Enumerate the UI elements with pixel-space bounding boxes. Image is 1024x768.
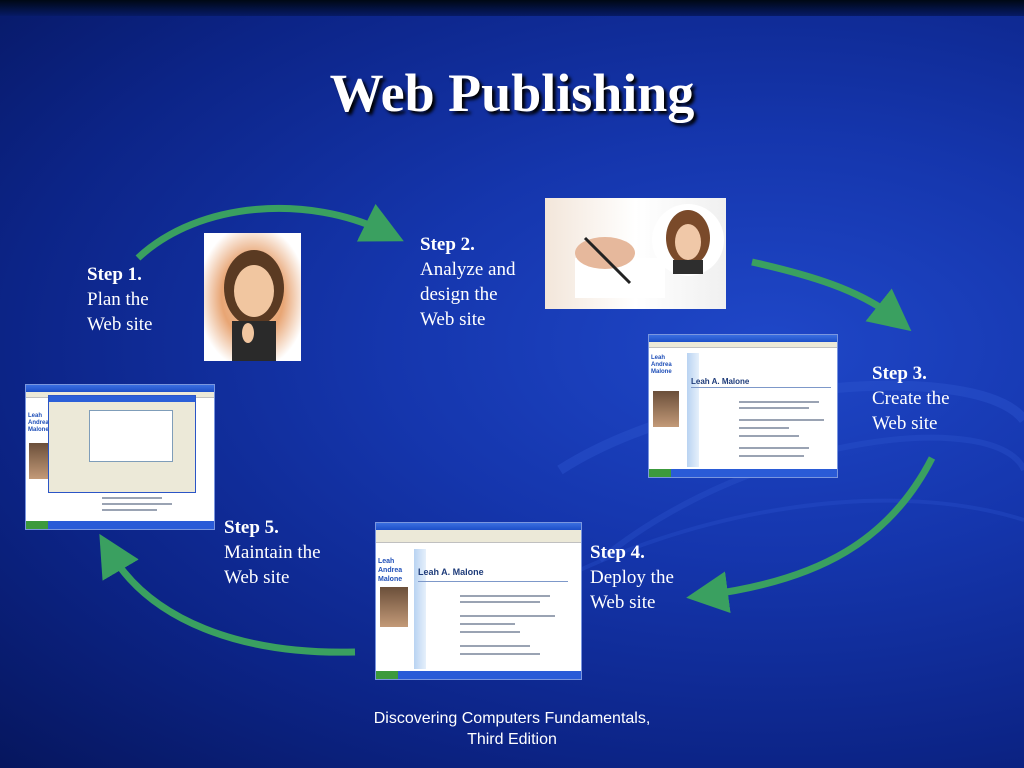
resume-text-line xyxy=(460,595,550,597)
resume-rule xyxy=(691,387,831,388)
browser-toolbar xyxy=(376,530,581,543)
thinking-woman-photo xyxy=(204,233,301,361)
resume-text-line xyxy=(739,401,819,403)
resume-name-line1: Leah xyxy=(651,355,666,361)
step-5-line1: Maintain the xyxy=(224,542,321,563)
maintain-site-screenshot: Leah Andrea Malone xyxy=(25,384,215,530)
resume-name-block: Leah Andrea Malone xyxy=(651,355,685,376)
window-menu-bar xyxy=(649,342,837,348)
step-3-line1: Create the xyxy=(872,388,950,409)
step-2-line2: design the xyxy=(420,284,498,305)
step-1-line1: Plan the xyxy=(87,289,149,310)
resume-name-line2: Andrea xyxy=(378,567,403,574)
step-4-line1: Deploy the xyxy=(590,567,674,588)
window-title-bar xyxy=(376,523,581,530)
taskbar xyxy=(649,469,837,477)
resume-name-line1: Leah xyxy=(378,558,395,565)
taskbar xyxy=(376,671,581,679)
step-4-label: Step 4. xyxy=(590,542,645,563)
resume-text-line xyxy=(460,645,530,647)
resume-photo xyxy=(380,587,408,627)
step-2-line3: Web site xyxy=(420,309,486,330)
resume-name-block: Leah Andrea Malone xyxy=(378,557,412,584)
arrow-step1-to-step2 xyxy=(135,203,404,261)
dialog-file-list xyxy=(89,410,173,462)
resume-text-line xyxy=(102,509,157,511)
step-5-line2: Web site xyxy=(224,567,290,588)
resume-rule xyxy=(418,581,568,582)
step-3-label: Step 3. xyxy=(872,363,927,384)
step-5-text: Step 5. Maintain the Web site xyxy=(224,515,321,590)
resume-name-line3: Malone xyxy=(378,576,403,583)
taskbar xyxy=(26,521,214,529)
resume-text-line xyxy=(739,455,804,457)
start-button xyxy=(376,671,398,679)
resume-name-block: Leah Andrea Malone xyxy=(28,413,62,434)
resume-text-line xyxy=(460,653,540,655)
resume-text-line xyxy=(739,427,789,429)
resume-text-line xyxy=(460,631,520,633)
step-2-text: Step 2. Analyze and design the Web site xyxy=(420,232,515,332)
resume-text-line xyxy=(739,419,824,421)
step-3-text: Step 3. Create the Web site xyxy=(872,361,950,436)
resume-text-line xyxy=(102,503,172,505)
resume-text-line xyxy=(102,497,162,499)
step-1-label: Step 1. xyxy=(87,264,142,285)
resume-band xyxy=(414,549,426,669)
arrow-step2-to-step3 xyxy=(751,258,912,332)
step-4-line2: Web site xyxy=(590,592,656,613)
save-dialog xyxy=(48,395,196,493)
arrow-step4-to-step5 xyxy=(99,533,356,656)
step-1-line2: Web site xyxy=(87,314,153,335)
step-2-label: Step 2. xyxy=(420,234,475,255)
resume-text-line xyxy=(460,623,515,625)
step-4-text: Step 4. Deploy the Web site xyxy=(590,540,674,615)
slide-footer: Discovering Computers Fundamentals, Thir… xyxy=(352,708,672,750)
dialog-title-bar xyxy=(49,396,195,402)
writing-woman-photo xyxy=(545,198,726,309)
resume-band xyxy=(687,353,699,467)
resume-text-line xyxy=(460,601,540,603)
resume-text-line xyxy=(739,407,809,409)
resume-name-line3: Malone xyxy=(651,369,672,375)
resume-text-line xyxy=(460,615,555,617)
deploy-site-screenshot: Leah Andrea Malone Leah A. Malone xyxy=(375,522,582,680)
resume-text-line xyxy=(739,435,799,437)
resume-name-line1: Leah xyxy=(28,413,43,419)
start-button xyxy=(649,469,671,477)
create-site-screenshot: Leah Andrea Malone Leah A. Malone xyxy=(648,334,838,478)
step-3-line2: Web site xyxy=(872,413,938,434)
footer-line1: Discovering Computers Fundamentals, xyxy=(373,710,651,727)
step-1-text: Step 1. Plan the Web site xyxy=(87,262,152,337)
resume-name-line2: Andrea xyxy=(651,362,672,368)
arrow-step3-to-step4 xyxy=(686,456,936,614)
resume-text-line xyxy=(739,447,809,449)
resume-photo xyxy=(653,391,679,427)
window-title-bar xyxy=(649,335,837,342)
window-title-bar xyxy=(26,385,214,392)
step-5-label: Step 5. xyxy=(224,517,279,538)
resume-heading: Leah A. Malone xyxy=(691,377,750,386)
resume-name-line2: Andrea xyxy=(28,420,49,426)
slide-title: Web Publishing xyxy=(329,63,695,123)
start-button xyxy=(26,521,48,529)
slide-top-band xyxy=(0,0,1024,16)
footer-line2: Third Edition xyxy=(467,731,557,748)
resume-name-line3: Malone xyxy=(28,427,49,433)
resume-heading: Leah A. Malone xyxy=(418,567,484,577)
step-2-line1: Analyze and xyxy=(420,259,516,280)
